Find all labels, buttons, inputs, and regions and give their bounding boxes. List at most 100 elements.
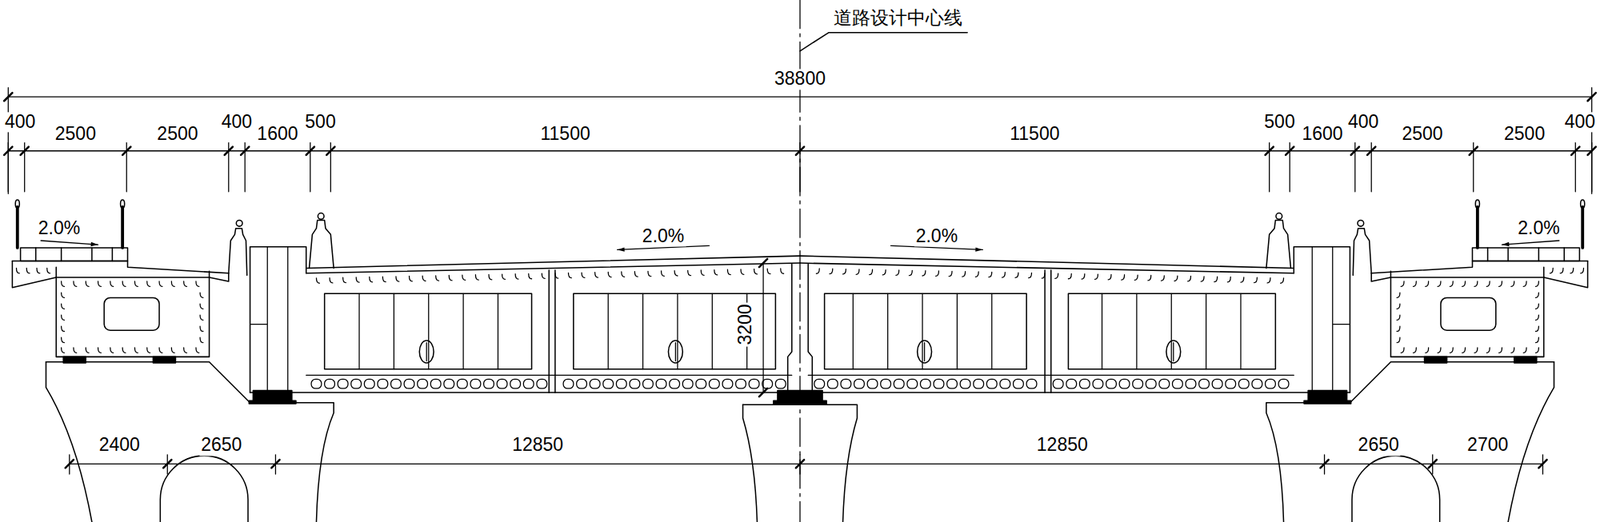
dimension-tick bbox=[306, 147, 315, 156]
rebar-hook bbox=[1400, 281, 1404, 287]
stiffener bbox=[852, 293, 854, 369]
dimension-tick bbox=[4, 92, 12, 101]
dimension-line bbox=[762, 263, 764, 393]
sidewalk-rib bbox=[35, 248, 37, 262]
deck-cantilever bbox=[1371, 273, 1391, 282]
web-plate bbox=[548, 270, 556, 393]
rebar-hook bbox=[98, 281, 102, 287]
dimension-tick bbox=[796, 147, 804, 156]
rebar-hook bbox=[962, 272, 966, 277]
u-rib bbox=[1066, 379, 1077, 388]
rebar-hook bbox=[948, 271, 952, 276]
rebar-hook bbox=[200, 315, 204, 320]
barrier-top bbox=[236, 220, 243, 227]
rebar-hook bbox=[515, 274, 519, 280]
pier-outline bbox=[45, 362, 92, 522]
u-rib bbox=[1199, 379, 1210, 388]
dimension-text: 2500 bbox=[53, 124, 98, 145]
rebar-hook bbox=[896, 270, 900, 276]
rebar-hook bbox=[1214, 276, 1218, 282]
rebar-hook bbox=[1188, 276, 1192, 281]
rebar-hook bbox=[1055, 273, 1059, 279]
rebar-hook bbox=[1002, 272, 1006, 278]
rebar-hook bbox=[1121, 275, 1125, 280]
u-rib bbox=[563, 379, 574, 388]
u-rib bbox=[470, 379, 481, 388]
dimension-text: 11500 bbox=[538, 124, 592, 145]
barrier-top bbox=[317, 213, 324, 220]
u-rib bbox=[1013, 379, 1024, 388]
rebar-hook bbox=[171, 281, 175, 287]
u-rib bbox=[391, 379, 402, 388]
u-rib bbox=[324, 379, 336, 388]
rebar-hook bbox=[422, 276, 426, 281]
u-rib bbox=[1079, 379, 1090, 388]
rebar-hook bbox=[147, 281, 151, 287]
dimension-tick bbox=[1320, 460, 1328, 468]
dimension-tick bbox=[1469, 147, 1478, 156]
slope-label: 2.0% bbox=[640, 226, 686, 247]
web-plate bbox=[808, 264, 812, 393]
rebar-hook bbox=[1280, 278, 1284, 284]
dimension-tick bbox=[271, 460, 280, 468]
barrier-top bbox=[1276, 213, 1283, 220]
rebar-hook bbox=[856, 269, 860, 275]
rebar-hook bbox=[159, 281, 163, 287]
rebar-hook bbox=[184, 348, 188, 353]
dimension-text: 400 bbox=[3, 112, 37, 132]
dimension-text: 3200 bbox=[736, 302, 756, 347]
rebar-hook bbox=[1474, 348, 1478, 353]
u-rib bbox=[1185, 379, 1196, 388]
pier-outline bbox=[1508, 362, 1554, 522]
rebar-hook bbox=[1511, 281, 1515, 287]
rebar-hook bbox=[922, 271, 926, 276]
dimension-text: 1600 bbox=[1300, 124, 1344, 145]
railing-cap bbox=[15, 200, 20, 208]
stiffener bbox=[428, 293, 429, 369]
stiffener bbox=[1240, 293, 1241, 369]
rebar-hook bbox=[488, 274, 492, 280]
rebar-hook bbox=[47, 268, 51, 273]
rebar-hook bbox=[1536, 281, 1540, 287]
dimension-tick bbox=[1588, 147, 1596, 156]
dimension-tick bbox=[326, 147, 335, 156]
dimension-row bbox=[65, 455, 1548, 475]
u-rib bbox=[669, 379, 680, 388]
deck-top bbox=[1371, 261, 1588, 274]
box-void bbox=[1440, 297, 1496, 331]
rebar-hook bbox=[595, 272, 599, 278]
rebar-hook bbox=[122, 348, 126, 353]
rebar-hook bbox=[1536, 292, 1540, 298]
u-rib bbox=[643, 379, 654, 388]
u-rib bbox=[986, 379, 997, 388]
rebar-hook bbox=[134, 348, 138, 353]
dimension-text: 1600 bbox=[255, 124, 300, 145]
slope-label: 2.0% bbox=[1516, 218, 1561, 239]
pier-outline bbox=[1266, 362, 1555, 522]
dimension-text: 400 bbox=[1346, 112, 1380, 132]
rebar-hook bbox=[1462, 281, 1466, 287]
bottom-flange bbox=[800, 392, 1350, 394]
dimension-text: 2500 bbox=[1400, 124, 1444, 145]
u-rib bbox=[311, 379, 322, 388]
u-rib bbox=[589, 379, 600, 388]
u-rib bbox=[920, 379, 931, 388]
stiffener bbox=[921, 293, 923, 369]
rebar-hook bbox=[829, 268, 833, 274]
u-rib bbox=[1119, 379, 1130, 388]
rebar-hook bbox=[1536, 315, 1540, 320]
rebar-hook bbox=[1486, 348, 1490, 353]
dimension-tick bbox=[224, 147, 233, 156]
rebar-hook bbox=[1240, 277, 1244, 283]
dimension-tick bbox=[1285, 147, 1294, 156]
rebar-hook bbox=[1148, 275, 1152, 280]
u-rib bbox=[404, 379, 415, 388]
rebar-hook bbox=[1068, 273, 1072, 279]
box-girder-outline bbox=[1390, 267, 1544, 357]
box-girder-outline bbox=[56, 267, 209, 357]
rebar-hook bbox=[1200, 276, 1204, 282]
u-rib bbox=[1052, 379, 1064, 388]
slope-label: 2.0% bbox=[36, 218, 82, 239]
rebar-hook bbox=[727, 269, 731, 275]
